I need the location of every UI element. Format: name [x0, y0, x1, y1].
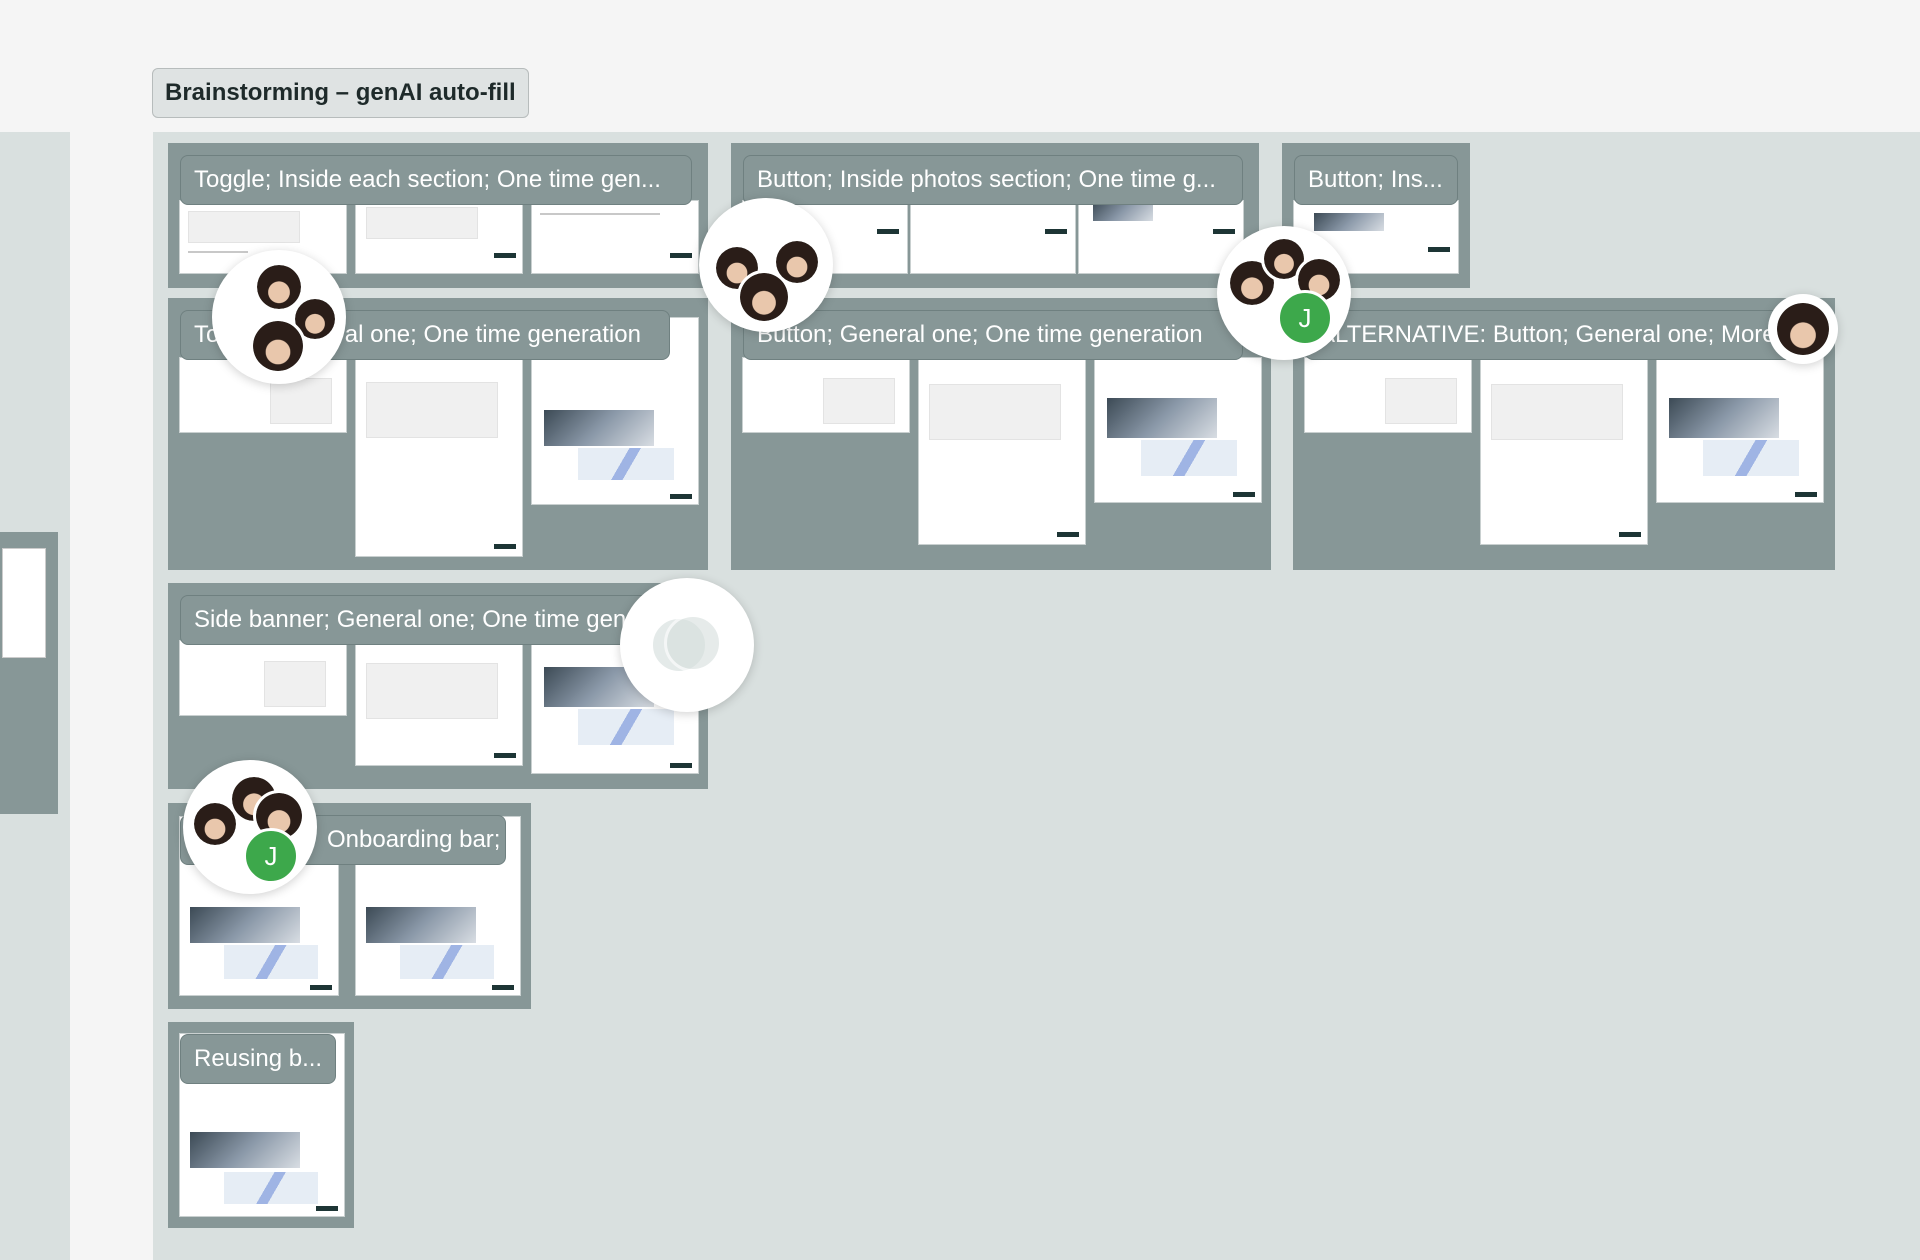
frame-thumbnail[interactable] [356, 641, 522, 765]
section-button-general[interactable]: Button; General one; One time generation [731, 298, 1271, 570]
user-avatar-initial[interactable]: J [1277, 290, 1333, 346]
frame-thumbnail[interactable] [532, 201, 698, 273]
frame-thumbnail[interactable] [356, 201, 522, 273]
frame-thumbnail[interactable] [743, 358, 909, 432]
section-label[interactable]: Button; Inside photos section; One time … [743, 155, 1243, 205]
section-label[interactable]: ALTERNATIVE: Button; General one; More [1305, 310, 1805, 360]
collaborator-cluster[interactable] [1768, 294, 1838, 364]
section-label[interactable]: Side banner; General one; One time gen..… [180, 595, 660, 645]
collaborator-cluster[interactable] [212, 250, 346, 384]
frame-thumbnail[interactable] [1481, 358, 1647, 544]
collaborator-cluster[interactable] [699, 198, 833, 332]
section-reusing[interactable]: Reusing b... [168, 1022, 354, 1228]
user-avatar[interactable] [250, 318, 306, 374]
user-avatar-initial[interactable]: J [243, 828, 299, 884]
user-avatar[interactable] [254, 262, 304, 312]
frame-thumbnail[interactable] [911, 201, 1075, 273]
section-label[interactable]: Reusing b... [180, 1034, 336, 1084]
collaborator-cluster-empty[interactable] [620, 578, 754, 712]
user-avatar[interactable] [737, 270, 791, 324]
section-label[interactable]: Button; General one; One time generation [743, 310, 1243, 360]
offscreen-thumbnail[interactable] [2, 548, 46, 658]
board-title[interactable]: Brainstorming – genAI auto-fill [152, 68, 529, 118]
section-label[interactable]: Button; Ins... [1294, 155, 1458, 205]
avatar-placeholder [664, 614, 722, 672]
user-avatar[interactable] [191, 800, 239, 848]
frame-thumbnail[interactable] [356, 358, 522, 556]
user-avatar[interactable] [1774, 300, 1832, 358]
section-alternative-button[interactable]: ALTERNATIVE: Button; General one; More [1293, 298, 1835, 570]
frame-thumbnail[interactable] [1079, 201, 1243, 273]
collaborator-cluster[interactable]: J [183, 760, 317, 894]
frame-thumbnail[interactable] [1657, 358, 1823, 502]
frame-thumbnail[interactable] [180, 641, 346, 715]
collaborator-cluster[interactable]: J [1217, 226, 1351, 360]
frame-thumbnail[interactable] [1305, 358, 1471, 432]
section-side-banner[interactable]: Side banner; General one; One time gen..… [168, 583, 708, 789]
section-label[interactable]: Toggle; Inside each section; One time ge… [180, 155, 692, 205]
frame-thumbnail[interactable] [919, 358, 1085, 544]
frame-thumbnail[interactable] [1095, 358, 1261, 502]
